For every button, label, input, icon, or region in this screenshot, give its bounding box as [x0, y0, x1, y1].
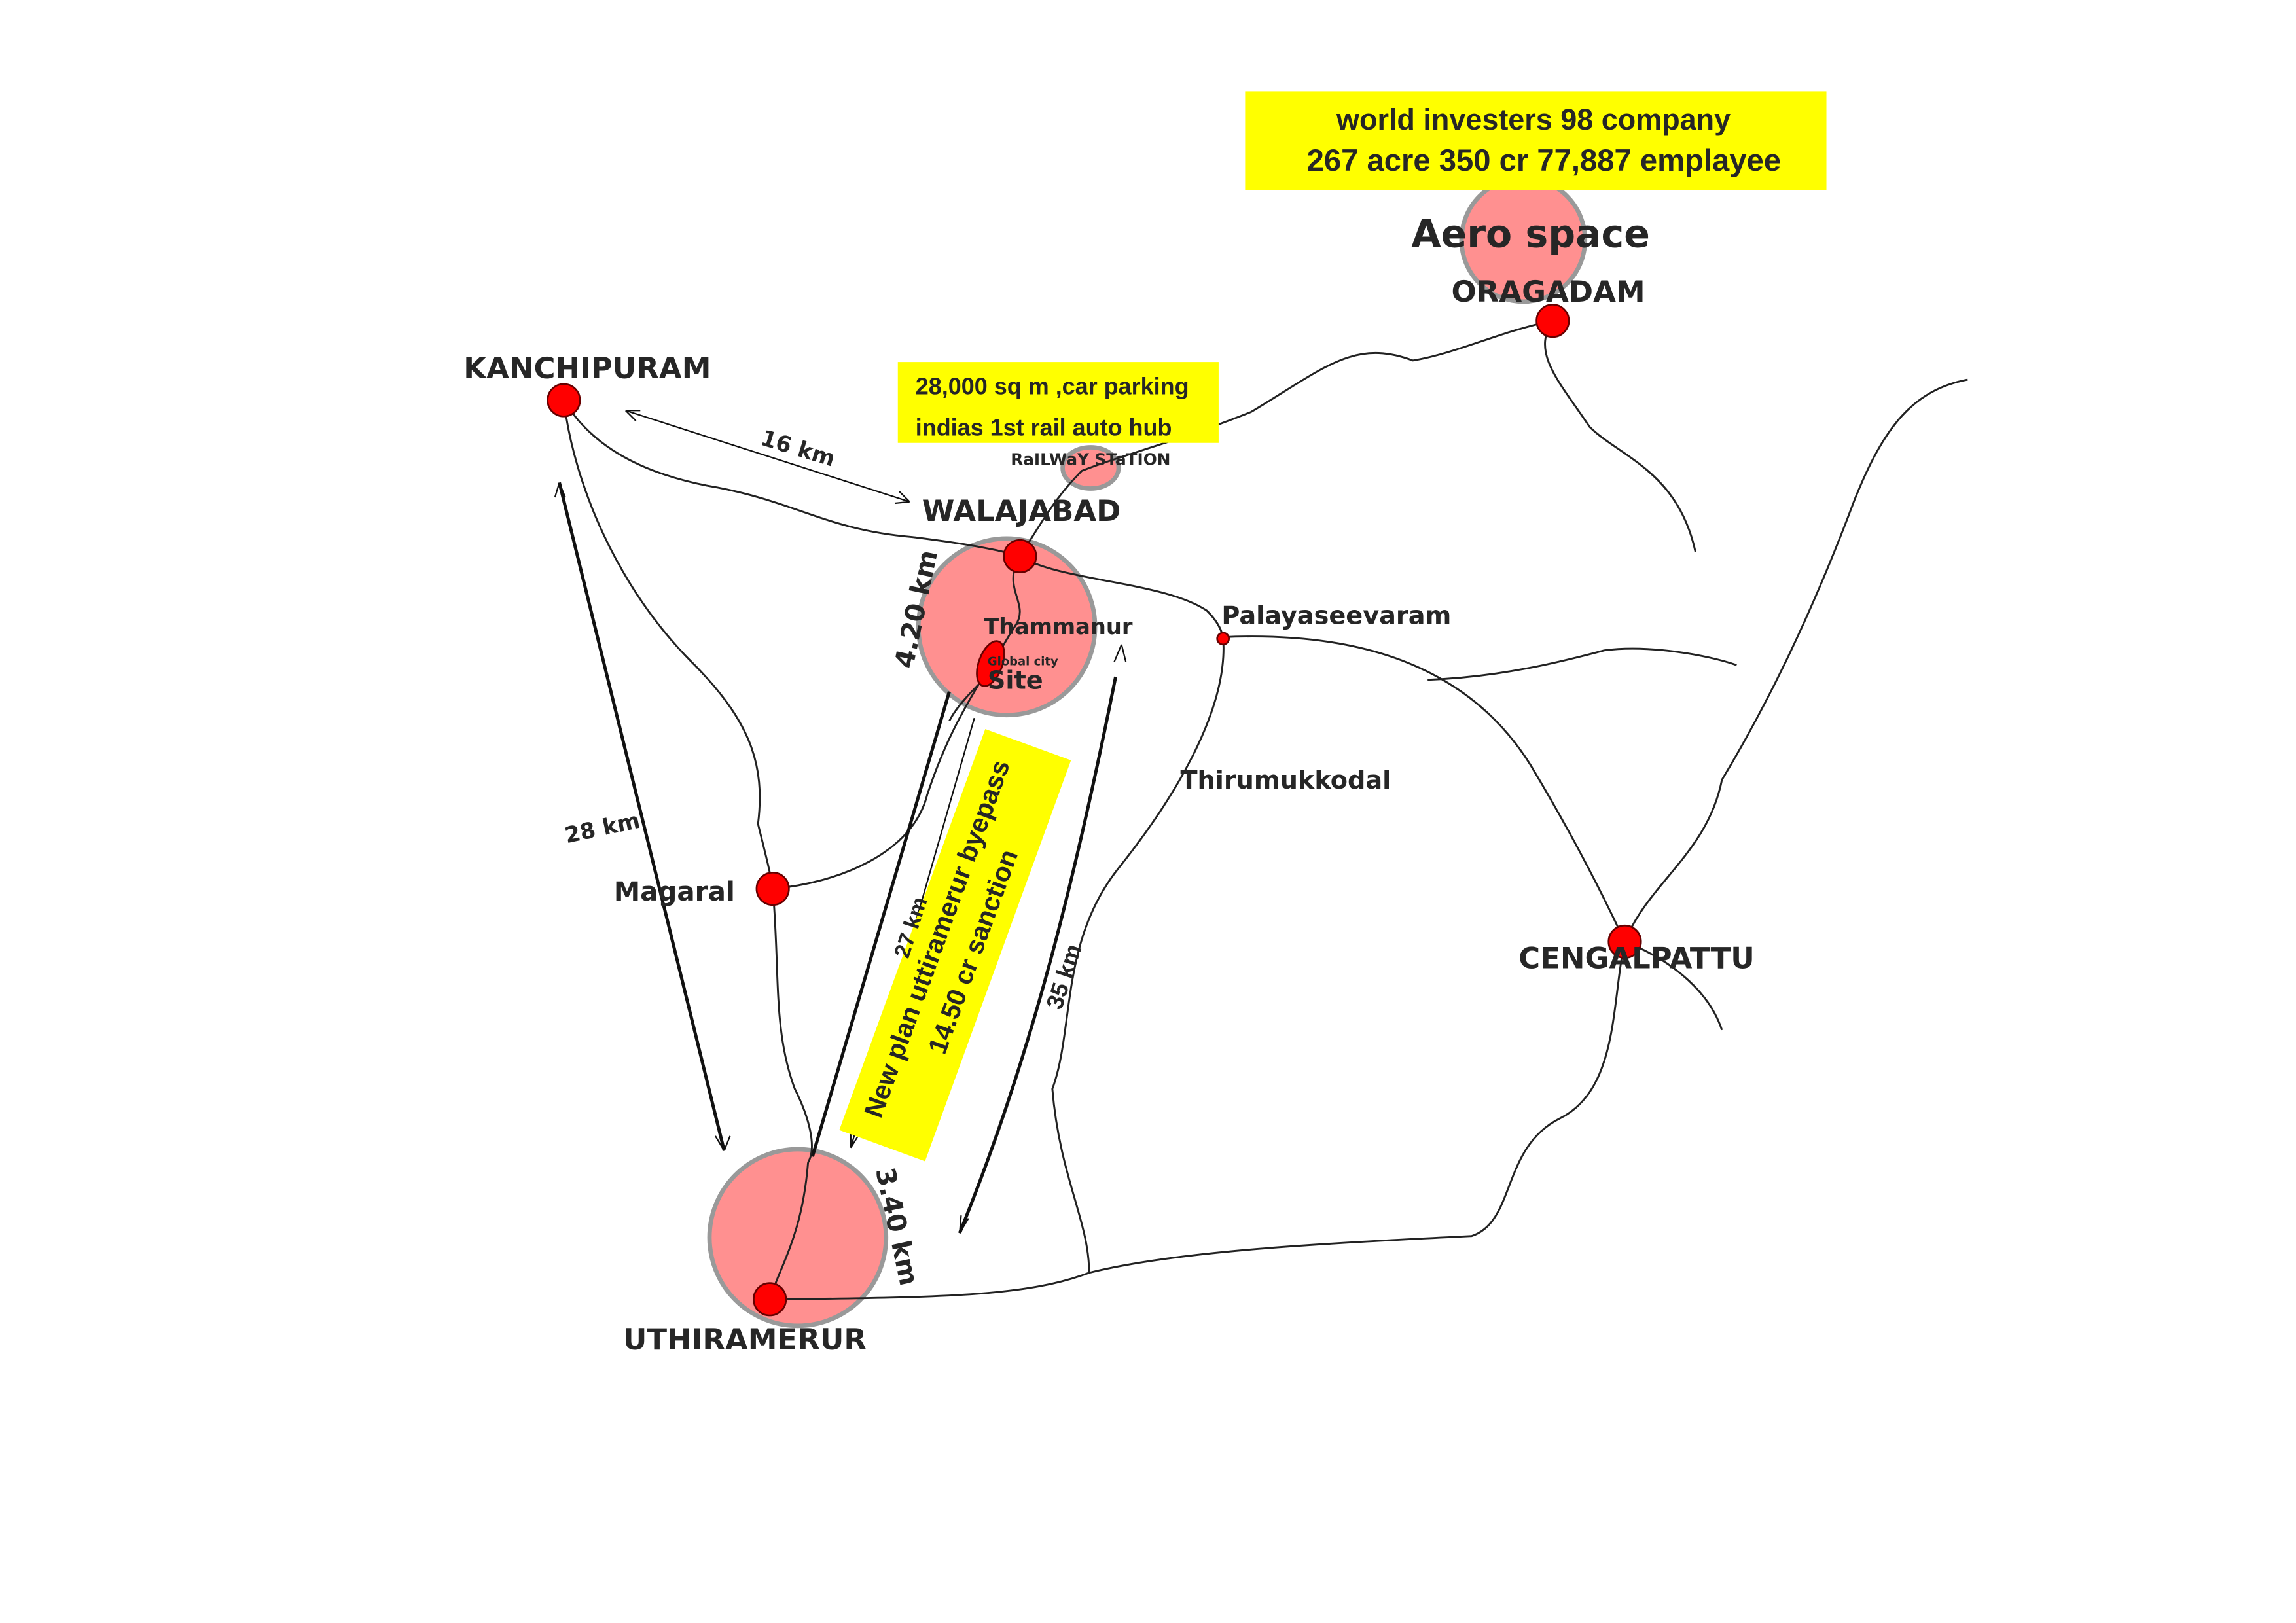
- label-uthiramerur: UTHIRAMERUR: [623, 1322, 867, 1357]
- oragadam-marker[interactable]: [1535, 304, 1570, 338]
- walajabad-marker[interactable]: [1003, 539, 1037, 573]
- label-walajabad: WALAJABAD: [922, 493, 1121, 528]
- label-site: Site: [988, 666, 1043, 695]
- label-railway-station: RaILWaY STaTION: [1011, 450, 1170, 469]
- aero-callout-box: [1245, 91, 1827, 190]
- label-thammanur: Thammanur: [984, 614, 1133, 639]
- hub-callout-line1: 28,000 sq m ,car parking: [916, 373, 1189, 400]
- uthiramerur-zone: [707, 1147, 889, 1329]
- palayaseevaram-marker[interactable]: [1216, 632, 1230, 646]
- thammanur-zone: [916, 536, 1098, 718]
- aero-callout-line1: world investers 98 company: [1336, 103, 1731, 136]
- bypass-callout-box: [839, 729, 1071, 1162]
- label-cengalpattu: CENGALPATTU: [1518, 940, 1755, 975]
- label-thirumukkodal: Thirumukkodal: [1180, 766, 1391, 795]
- distance-arrows: [554, 410, 1127, 1234]
- hub-callout-box: [897, 362, 1219, 443]
- label-palayaseevaram: Palayaseevaram: [1221, 601, 1451, 630]
- aero-callout-line2: 267 acre 350 cr 77,887 emplayee: [1307, 143, 1781, 178]
- hub-callout-line2: indias 1st rail auto hub: [916, 414, 1172, 441]
- uthiramerur-marker[interactable]: [753, 1282, 787, 1317]
- magaral-marker[interactable]: [755, 871, 790, 906]
- global-city-site-marker[interactable]: [971, 637, 1009, 690]
- label-aero-space: Aero space: [1411, 212, 1649, 257]
- kanchipuram-marker[interactable]: [547, 383, 581, 418]
- label-magaral: Magaral: [614, 876, 735, 907]
- cengalpattu-marker[interactable]: [1607, 924, 1642, 959]
- label-global-city: Global city: [988, 654, 1058, 668]
- label-kanchipuram: KANCHIPURAM: [463, 351, 711, 385]
- label-oragadam: ORAGADAM: [1451, 274, 1645, 309]
